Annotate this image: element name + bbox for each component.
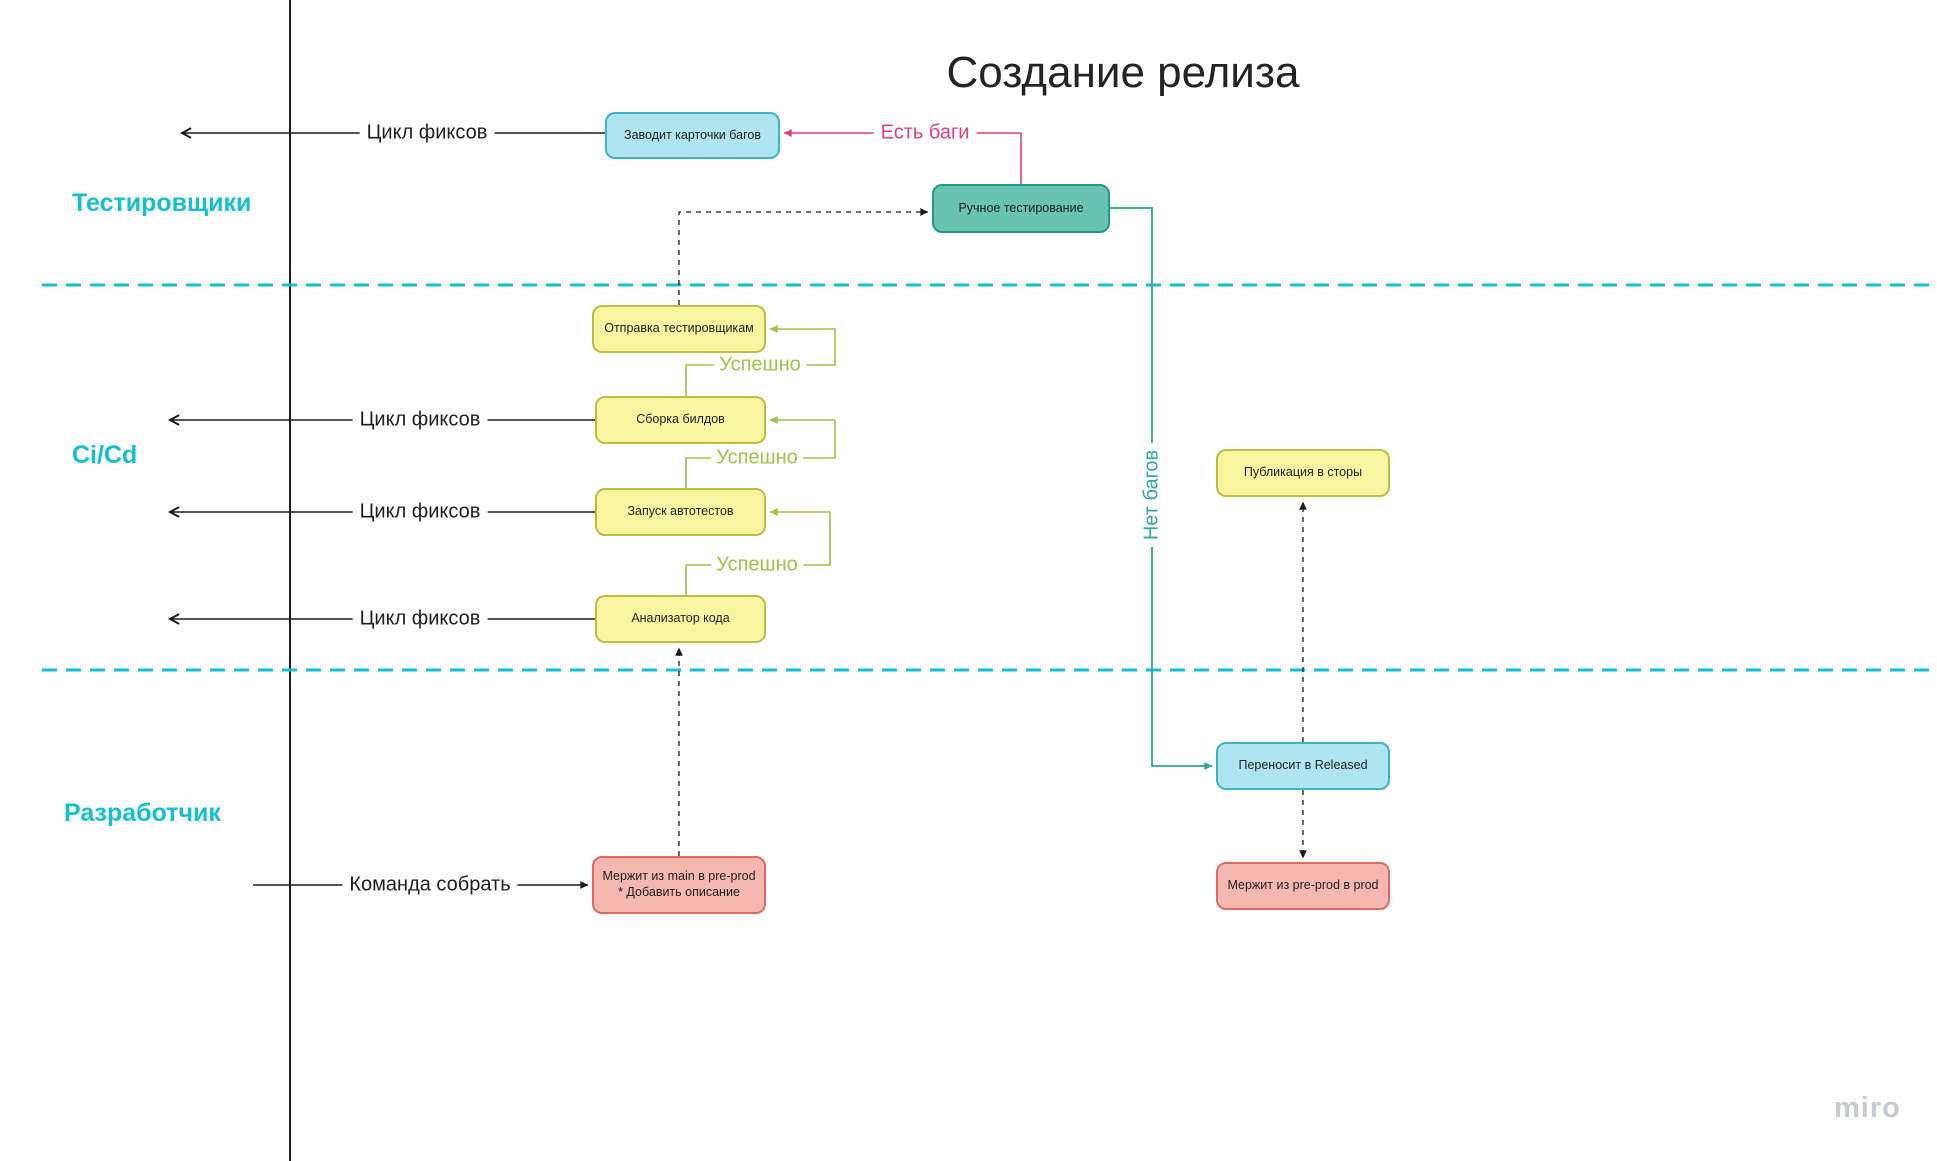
lane-label-developer: Разработчик	[64, 799, 221, 827]
node-run-autotests-label: Запуск автотестов	[627, 504, 734, 519]
success-connector-3	[685, 508, 831, 595]
edge-label-fix-cycle-4: Цикл фиксов	[352, 607, 488, 631]
edge-label-no-bugs: Нет багов	[1140, 442, 1164, 548]
node-build-assembly[interactable]: Сборка билдов	[595, 396, 766, 444]
edge-label-build-command: Команда собрать	[342, 873, 518, 897]
edge-label-success-2: Успешно	[711, 446, 803, 470]
node-merge-preprod-prod[interactable]: Мержит из pre-prod в prod	[1216, 862, 1390, 910]
success-connector-2	[685, 416, 836, 488]
edge-label-fix-cycle-2: Цикл фиксов	[352, 408, 488, 432]
lane-label-testers: Тестировщики	[72, 189, 252, 217]
node-merge-preprod-prod-label: Мержит из pre-prod в prod	[1227, 878, 1379, 893]
node-build-assembly-label: Сборка билдов	[636, 412, 725, 427]
node-move-released-label: Переносит в Released	[1238, 758, 1368, 773]
success-connector-1	[685, 325, 836, 396]
edge-label-fix-cycle-1: Цикл фиксов	[359, 121, 495, 145]
node-move-released[interactable]: Переносит в Released	[1216, 742, 1390, 790]
dashed-send-to-manual-testing	[678, 208, 929, 305]
edge-label-has-bugs: Есть баги	[873, 121, 977, 145]
node-code-analyzer[interactable]: Анализатор кода	[595, 595, 766, 643]
node-send-to-testers[interactable]: Отправка тестировщикам	[592, 305, 766, 353]
node-publish-stores[interactable]: Публикация в сторы	[1216, 449, 1390, 497]
node-send-to-testers-label: Отправка тестировщикам	[604, 321, 754, 336]
has-bugs-connector	[783, 129, 1022, 184]
node-merge-main-preprod-label: Мержит из main в pre-prod * Добавить опи…	[602, 869, 756, 899]
node-bug-cards[interactable]: Заводит карточки багов	[605, 112, 780, 159]
node-manual-testing[interactable]: Ручное тестирование	[932, 184, 1110, 233]
node-manual-testing-label: Ручное тестирование	[958, 200, 1084, 215]
edge-label-success-1: Успешно	[714, 353, 806, 377]
edge-label-success-3: Успешно	[711, 553, 803, 577]
node-run-autotests[interactable]: Запуск автотестов	[595, 488, 766, 536]
lane-label-cicd: Ci/Cd	[72, 441, 138, 469]
node-bug-cards-label: Заводит карточки багов	[624, 127, 761, 142]
node-code-analyzer-label: Анализатор кода	[631, 611, 730, 626]
node-merge-main-preprod[interactable]: Мержит из main в pre-prod * Добавить опи…	[592, 856, 766, 914]
edge-label-fix-cycle-3: Цикл фиксов	[352, 500, 488, 524]
miro-watermark: miro	[1834, 1092, 1901, 1124]
node-publish-stores-label: Публикация в сторы	[1243, 465, 1363, 480]
page-title: Создание релиза	[946, 48, 1300, 97]
